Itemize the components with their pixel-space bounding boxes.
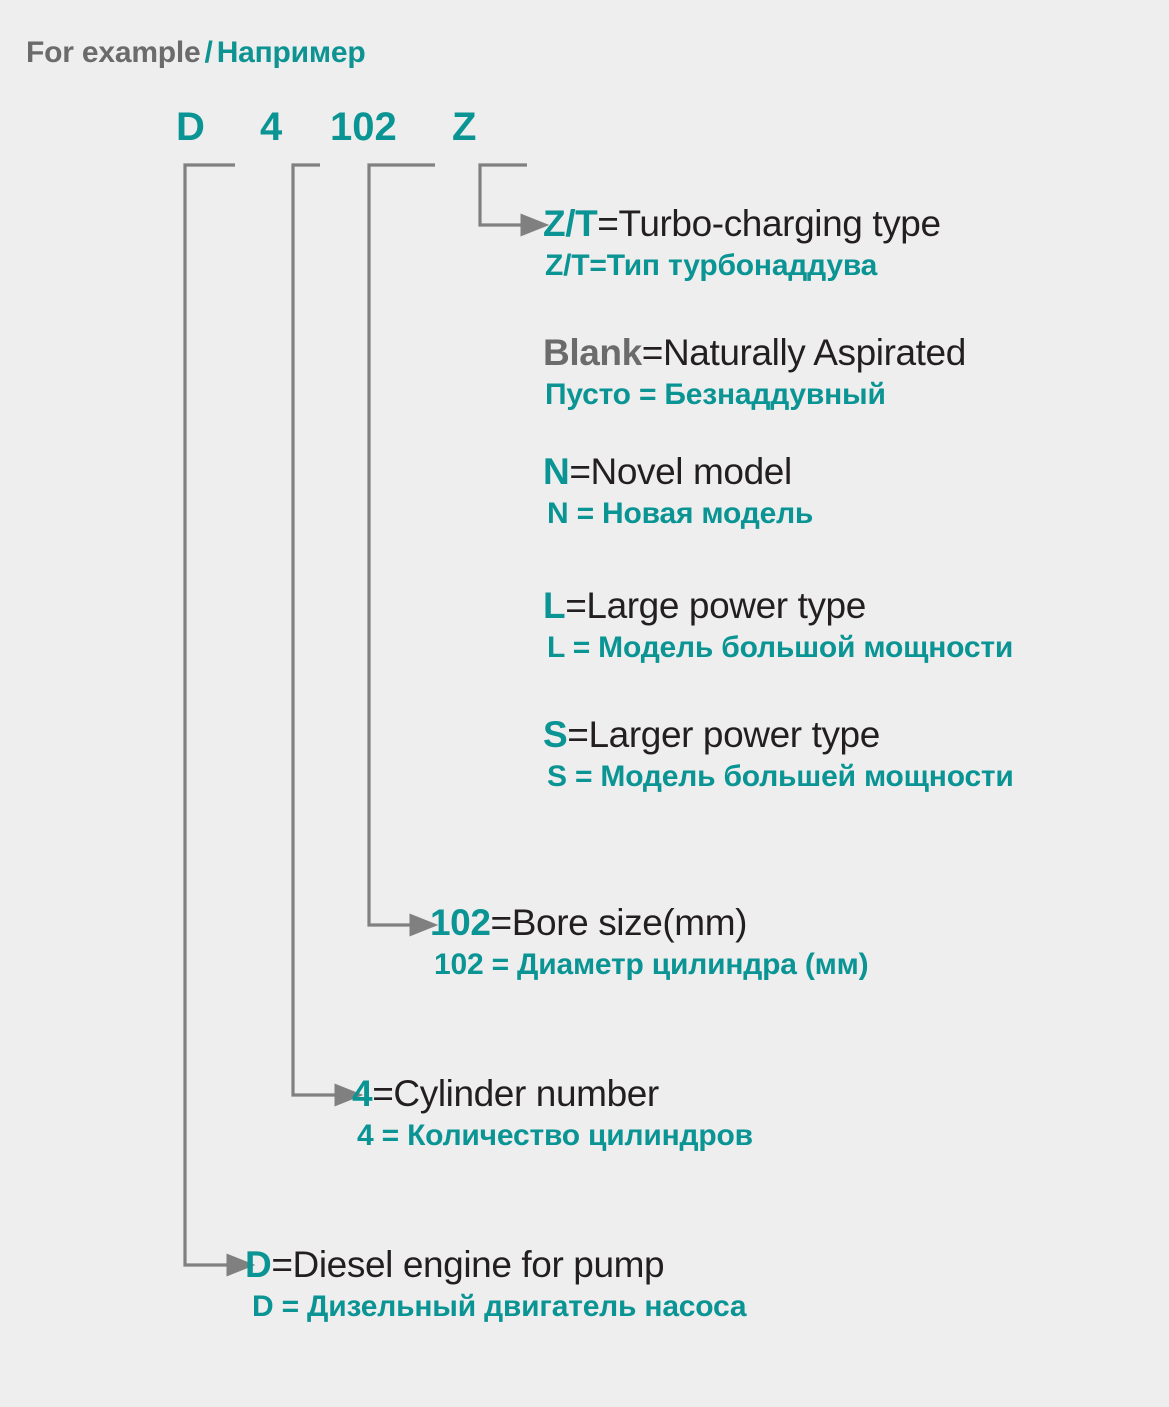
definition-entry-102: 102=Bore size(mm) 102 = Диаметр цилиндра… [430,901,869,985]
definition-text-l: =Large power type [565,585,866,626]
definition-key-s: S [543,714,568,755]
definition-text-blank: =Naturally Aspirated [641,332,967,373]
connector-path-d [183,163,256,1277]
page-title-en: For example [26,36,201,69]
definition-en-n: N=Novel model [543,450,813,494]
definition-en-zt: Z/T=Turbo-charging type [543,202,941,246]
definition-text-n: =Novel model [569,451,792,492]
definition-en-102: 102=Bore size(mm) [430,901,868,945]
definition-ru-zt: Z/T=Тип турбонаддува [545,249,878,282]
definition-en-d: D=Diesel engine for pump [245,1243,746,1287]
definition-text-102: =Bore size(mm) [490,902,748,943]
definition-entry-zt: Z/T=Turbo-charging type Z/T=Тип турбонад… [543,202,941,286]
definition-entry-l: L=Large power type L = Модель большой мо… [543,584,1013,668]
definition-entry-4: 4=Cylinder number 4 = Количество цилиндр… [352,1072,753,1156]
code-segment-z: Z [452,105,477,149]
title-separator: / [204,36,213,69]
definition-ru-d: D = Дизельный двигатель насоса [252,1290,747,1323]
definition-key-d: D [245,1244,272,1285]
definition-entry-s: S=Larger power type S = Модель большей м… [543,713,1014,797]
definition-ru-n: N = Новая модель [547,497,814,530]
definition-text-d: =Diesel engine for pump [271,1244,665,1285]
definition-text-zt: =Turbo-charging type [597,203,941,244]
page-title: For example/Например [26,36,366,70]
definition-en-4: 4=Cylinder number [352,1072,753,1116]
definition-en-blank: Blank=Naturally Aspirated [543,331,966,375]
code-segment-102: 102 [330,105,397,149]
definition-text-4: =Cylinder number [372,1073,659,1114]
definition-ru-102: 102 = Диаметр цилиндра (мм) [434,948,869,981]
definition-en-s: S=Larger power type [543,713,1014,757]
definition-ru-s: S = Модель большей мощности [547,760,1014,793]
definition-text-s: =Larger power type [567,714,880,755]
definition-ru-l: L = Модель большой мощности [547,631,1014,664]
definition-key-102: 102 [430,902,491,943]
connector-path-4 [291,163,364,1107]
code-segment-4: 4 [260,105,283,149]
connector-path-z [478,163,550,237]
definition-key-4: 4 [352,1073,373,1114]
definition-en-l: L=Large power type [543,584,1013,628]
page-title-ru: Например [216,36,366,69]
definition-key-l: L [543,585,566,626]
definition-key-zt: Z/T [543,203,598,244]
definition-entry-blank: Blank=Naturally Aspirated Пусто = Безнад… [543,331,966,415]
connector-path-102 [367,163,439,937]
definition-ru-blank: Пусто = Безнаддувный [545,378,886,411]
definition-entry-d: D=Diesel engine for pump D = Дизельный д… [245,1243,747,1327]
definition-entry-n: N=Novel model N = Новая модель [543,450,813,534]
code-segment-d: D [176,105,205,149]
definition-ru-4: 4 = Количество цилиндров [357,1119,753,1152]
definition-key-blank: Blank [543,332,642,373]
definition-key-n: N [543,451,570,492]
